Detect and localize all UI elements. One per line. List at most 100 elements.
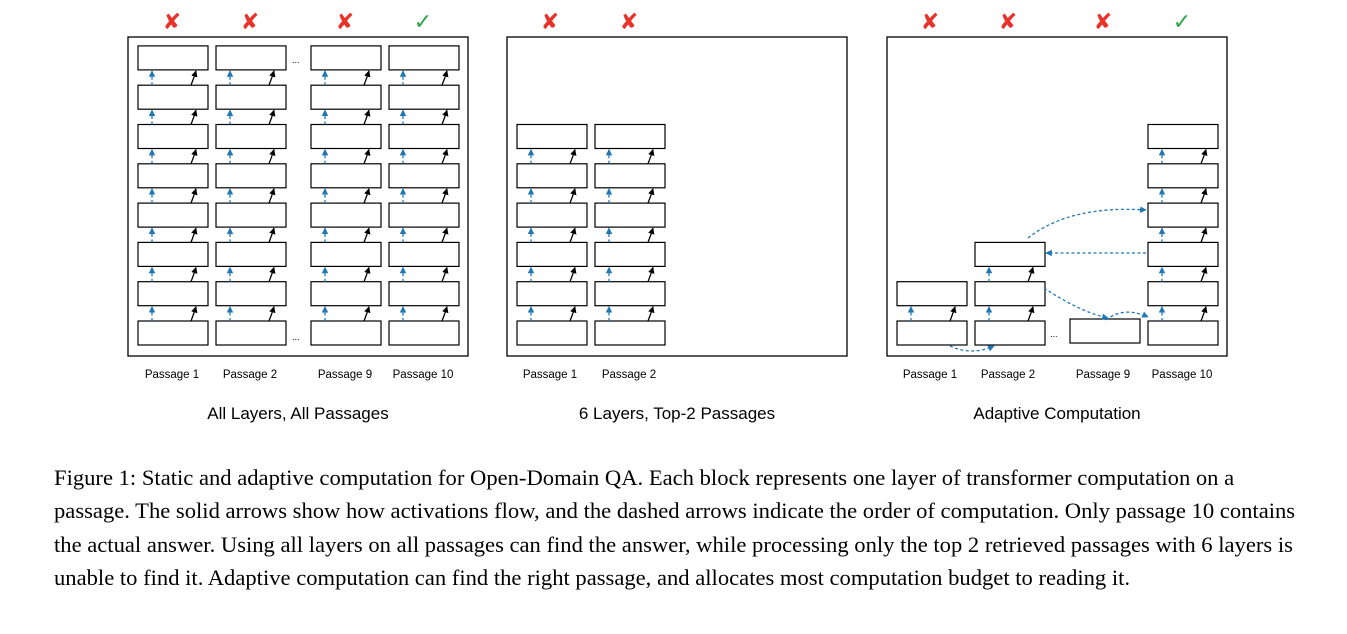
layer-block xyxy=(310,320,382,346)
activation-arrow xyxy=(1200,188,1208,204)
layer-block xyxy=(1147,163,1219,189)
activation-arrow xyxy=(363,266,371,282)
activation-arrow xyxy=(363,109,371,125)
activation-arrow xyxy=(441,148,449,165)
activation-arrow xyxy=(569,148,577,165)
activation-arrow xyxy=(268,70,276,86)
layer-block xyxy=(516,123,588,150)
layer-block xyxy=(310,281,382,307)
cross-mark-icon: ✘ xyxy=(620,10,638,35)
activation-arrow xyxy=(647,188,655,204)
activation-arrow xyxy=(647,227,655,243)
activation-arrow xyxy=(268,109,276,125)
layer-block xyxy=(137,45,209,71)
cross-mark-icon: ✘ xyxy=(241,10,259,35)
layer-block xyxy=(516,202,588,228)
cross-mark-icon: ✘ xyxy=(336,10,354,35)
computation-diagram: ... ... ... Passage 1 Passage 2 Passage … xyxy=(127,10,1228,423)
ellipsis-bottom-panel3: ... xyxy=(1050,329,1058,339)
activation-arrow xyxy=(363,148,371,165)
layer-block xyxy=(137,163,209,189)
layer-block xyxy=(388,241,460,267)
layer-block xyxy=(215,241,287,267)
layer-block xyxy=(137,202,209,228)
layer-block xyxy=(215,202,287,228)
layer-block xyxy=(137,123,209,150)
activation-arrow xyxy=(1027,306,1035,322)
layer-block xyxy=(594,163,666,189)
layer-block xyxy=(974,320,1046,346)
activation-arrow xyxy=(190,306,198,322)
layer-block xyxy=(1147,320,1219,346)
layer-block xyxy=(388,45,460,71)
layer-block xyxy=(516,320,588,346)
activation-arrow xyxy=(569,227,577,243)
panel-frame-top2 xyxy=(506,36,848,357)
activation-arrow xyxy=(569,188,577,204)
activation-arrow xyxy=(647,306,655,322)
order-arrow-p1-to-p2 xyxy=(949,345,995,352)
passage-label-p1-panel3: Passage 1 xyxy=(903,369,957,381)
arrows-group xyxy=(148,70,1208,322)
activation-arrow xyxy=(190,70,198,86)
cross-mark-icon: ✘ xyxy=(921,10,939,35)
panel-frame-all-layers xyxy=(127,36,469,357)
layer-block xyxy=(388,320,460,346)
activation-arrow xyxy=(1027,266,1035,282)
layer-block xyxy=(310,163,382,189)
activation-arrow xyxy=(441,227,449,243)
activation-arrow xyxy=(1200,227,1208,243)
passage-label-p2-panel1: Passage 2 xyxy=(223,369,277,381)
activation-arrow xyxy=(1200,266,1208,282)
passage-label-p1-panel1: Passage 1 xyxy=(145,369,199,381)
figure-caption: Figure 1: Static and adaptive computatio… xyxy=(54,465,1296,591)
activation-arrow xyxy=(647,148,655,165)
layer-block xyxy=(388,84,460,110)
passage-label-p2-panel3: Passage 2 xyxy=(981,369,1035,381)
layer-block xyxy=(137,281,209,307)
layer-block xyxy=(896,320,968,346)
activation-arrow xyxy=(190,266,198,282)
activation-arrow xyxy=(190,109,198,125)
activation-arrow xyxy=(268,148,276,165)
activation-arrow xyxy=(647,266,655,282)
activation-arrow xyxy=(268,306,276,322)
layer-block xyxy=(974,281,1046,307)
ellipsis-top-panel1: ... xyxy=(292,55,300,65)
layer-block xyxy=(594,123,666,150)
layer-block xyxy=(594,320,666,346)
passage-label-p10-panel3: Passage 10 xyxy=(1152,369,1213,381)
layer-block xyxy=(215,281,287,307)
activation-arrow xyxy=(569,306,577,322)
layer-block xyxy=(310,84,382,110)
activation-arrow xyxy=(190,148,198,165)
activation-arrow xyxy=(1200,148,1208,165)
activation-arrow xyxy=(1200,306,1208,322)
adaptive-order-arrows xyxy=(949,206,1149,352)
layer-block xyxy=(1147,202,1219,228)
layer-block xyxy=(310,241,382,267)
activation-arrow xyxy=(363,227,371,243)
cross-mark-icon: ✘ xyxy=(999,10,1017,35)
activation-arrow xyxy=(441,188,449,204)
layer-block xyxy=(594,281,666,307)
layer-block xyxy=(1147,281,1219,307)
layer-block xyxy=(215,45,287,71)
cross-mark-icon: ✘ xyxy=(1094,10,1112,35)
order-arrow-p2-to-p10 xyxy=(1043,287,1109,320)
layer-block xyxy=(137,320,209,346)
layer-block xyxy=(1147,241,1219,267)
activation-arrow xyxy=(441,306,449,322)
passage-label-p9-panel3: Passage 9 xyxy=(1076,369,1130,381)
activation-arrow xyxy=(268,188,276,204)
cross-mark-icon: ✘ xyxy=(163,10,181,35)
layer-block xyxy=(388,281,460,307)
activation-arrow xyxy=(949,306,957,322)
layer-block xyxy=(516,281,588,307)
panel-title-all-layers: All Layers, All Passages xyxy=(207,404,388,423)
activation-arrow xyxy=(441,109,449,125)
passage-label-p9-panel1: Passage 9 xyxy=(318,369,372,381)
passage-label-p2-panel2: Passage 2 xyxy=(602,369,656,381)
layer-block xyxy=(388,163,460,189)
layer-block xyxy=(594,202,666,228)
